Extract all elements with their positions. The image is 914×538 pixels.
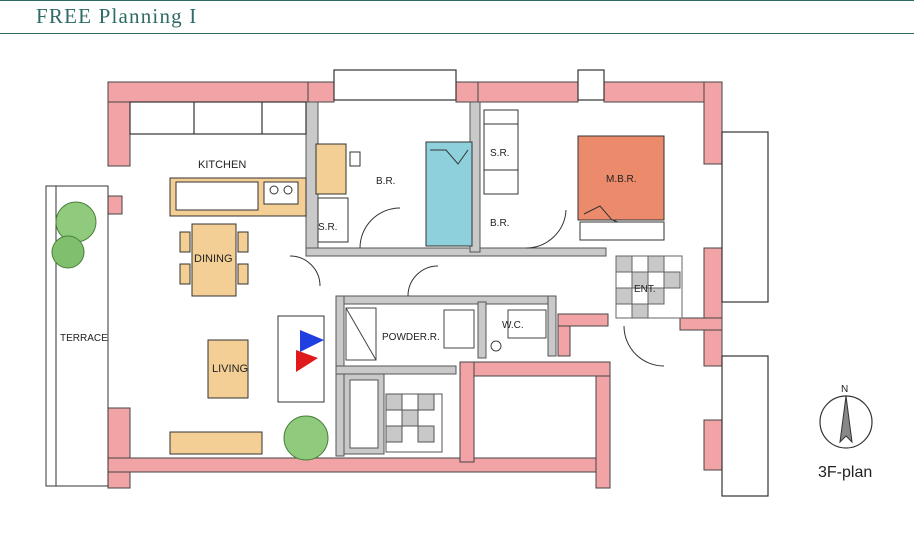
- exterior-walls: [107, 81, 723, 489]
- window-frames: [129, 69, 769, 497]
- airflow-arrows: [296, 330, 324, 372]
- bedroom1-bed: [425, 141, 473, 247]
- room-label-ent: ENT.: [634, 284, 656, 295]
- room-label-br-2: B.R.: [490, 218, 509, 229]
- powder-room-fixtures: [345, 307, 547, 361]
- room-label-sr-1: S.R.: [318, 222, 337, 233]
- dining-set: [179, 223, 249, 297]
- door-swings: [289, 207, 665, 367]
- compass-icon: N: [819, 384, 873, 449]
- room-label-br-1: B.R.: [376, 176, 395, 187]
- entrance-tiles: [615, 255, 683, 319]
- room-label-terrace: TERRACE: [60, 333, 108, 344]
- terrace-area: [45, 185, 109, 487]
- master-bed: [577, 135, 665, 241]
- room-label-powder: POWDER.R.: [382, 332, 440, 343]
- interior-walls: [305, 101, 607, 457]
- header-bar: FREE Planning I: [0, 0, 914, 34]
- room-label-wc: W.C.: [502, 320, 524, 331]
- trees: [51, 201, 329, 461]
- storage-shelves: [317, 109, 519, 243]
- bathroom: [343, 373, 443, 455]
- page-title: FREE Planning I: [36, 4, 198, 28]
- room-label-living: LIVING: [212, 363, 248, 375]
- room-label-mbr: M.B.R.: [606, 174, 637, 185]
- room-label-kitchen: KITCHEN: [198, 159, 246, 171]
- room-label-dining: DINING: [194, 253, 233, 265]
- compass-north-label: N: [841, 384, 848, 395]
- bedroom1-desk: [315, 143, 361, 195]
- floor-plan-label: 3F-plan: [818, 464, 873, 481]
- room-label-sr-2: S.R.: [490, 148, 509, 159]
- living-furniture: [169, 315, 325, 455]
- kitchen-counter: [169, 177, 307, 217]
